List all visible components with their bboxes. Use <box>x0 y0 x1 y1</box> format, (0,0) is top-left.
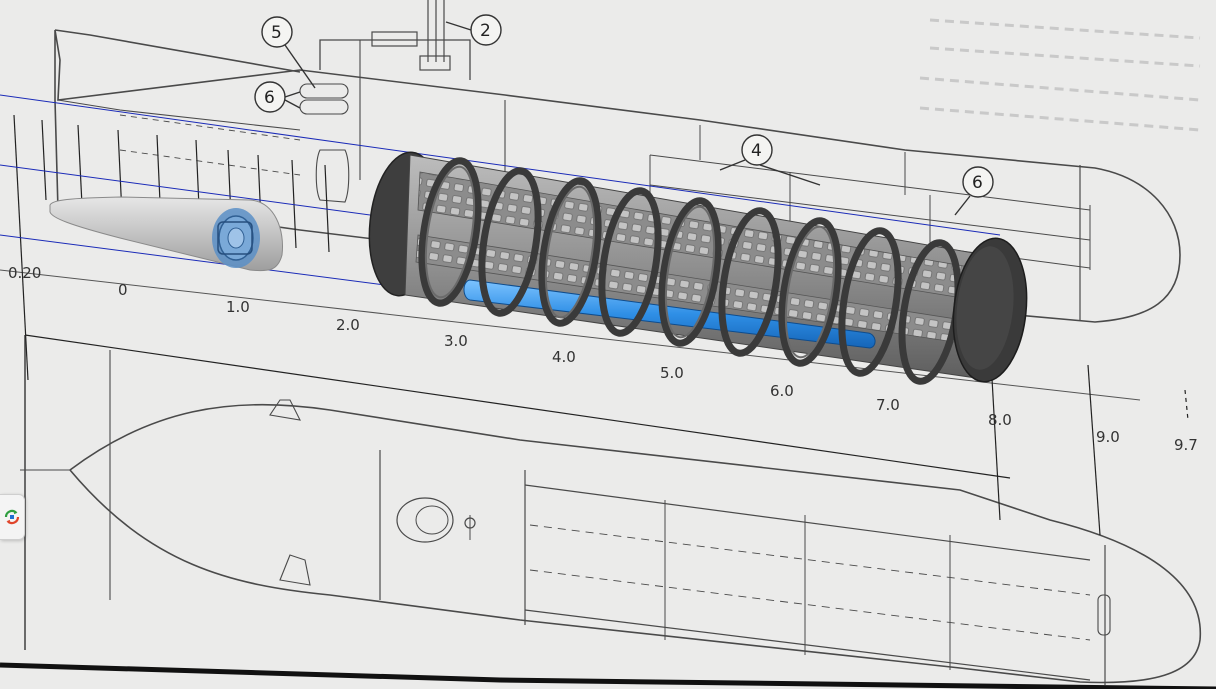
plan-view-hull <box>0 335 1216 689</box>
callout-number: 4 <box>751 141 762 161</box>
callout-6-left: 6 <box>254 81 301 113</box>
tick-label: 2.0 <box>336 316 360 334</box>
tick-label: 9.7 <box>1174 436 1198 454</box>
side-tool-button[interactable] <box>0 494 25 540</box>
callout-number: 2 <box>480 21 491 41</box>
tick-label: 8.0 <box>988 411 1012 429</box>
callout-5: 5 <box>261 16 316 89</box>
blue-fitting-model <box>212 208 260 268</box>
tick-label: 0 <box>118 281 128 299</box>
callout-number: 6 <box>264 88 275 108</box>
callout-number: 5 <box>271 23 282 43</box>
faint-print-rows <box>919 18 1201 132</box>
tick-label: 3.0 <box>444 332 468 350</box>
coil-rings <box>418 157 962 385</box>
app-switch-icon <box>4 509 20 525</box>
callouts: 2 4 5 6 6 <box>254 14 994 216</box>
blue-tube <box>463 279 876 349</box>
callout-4: 4 <box>719 134 821 186</box>
scale-tick-labels: 0.20 0 1.0 2.0 3.0 4.0 5.0 6.0 7.0 8.0 9… <box>8 264 1198 454</box>
nose-cone-model <box>49 196 284 272</box>
scale-lines <box>0 114 1189 536</box>
cylinder-module-model <box>368 151 1028 385</box>
tick-label: 1.0 <box>226 298 250 316</box>
tick-label: 4.0 <box>552 348 576 366</box>
callout-2: 2 <box>445 14 502 46</box>
tick-label: 7.0 <box>876 396 900 414</box>
tick-label: 5.0 <box>660 364 684 382</box>
callout-6-right: 6 <box>954 166 994 216</box>
tick-label: 6.0 <box>770 382 794 400</box>
tick-label: 0.20 <box>8 264 41 282</box>
callout-number: 6 <box>972 173 983 193</box>
tick-label: 9.0 <box>1096 428 1120 446</box>
